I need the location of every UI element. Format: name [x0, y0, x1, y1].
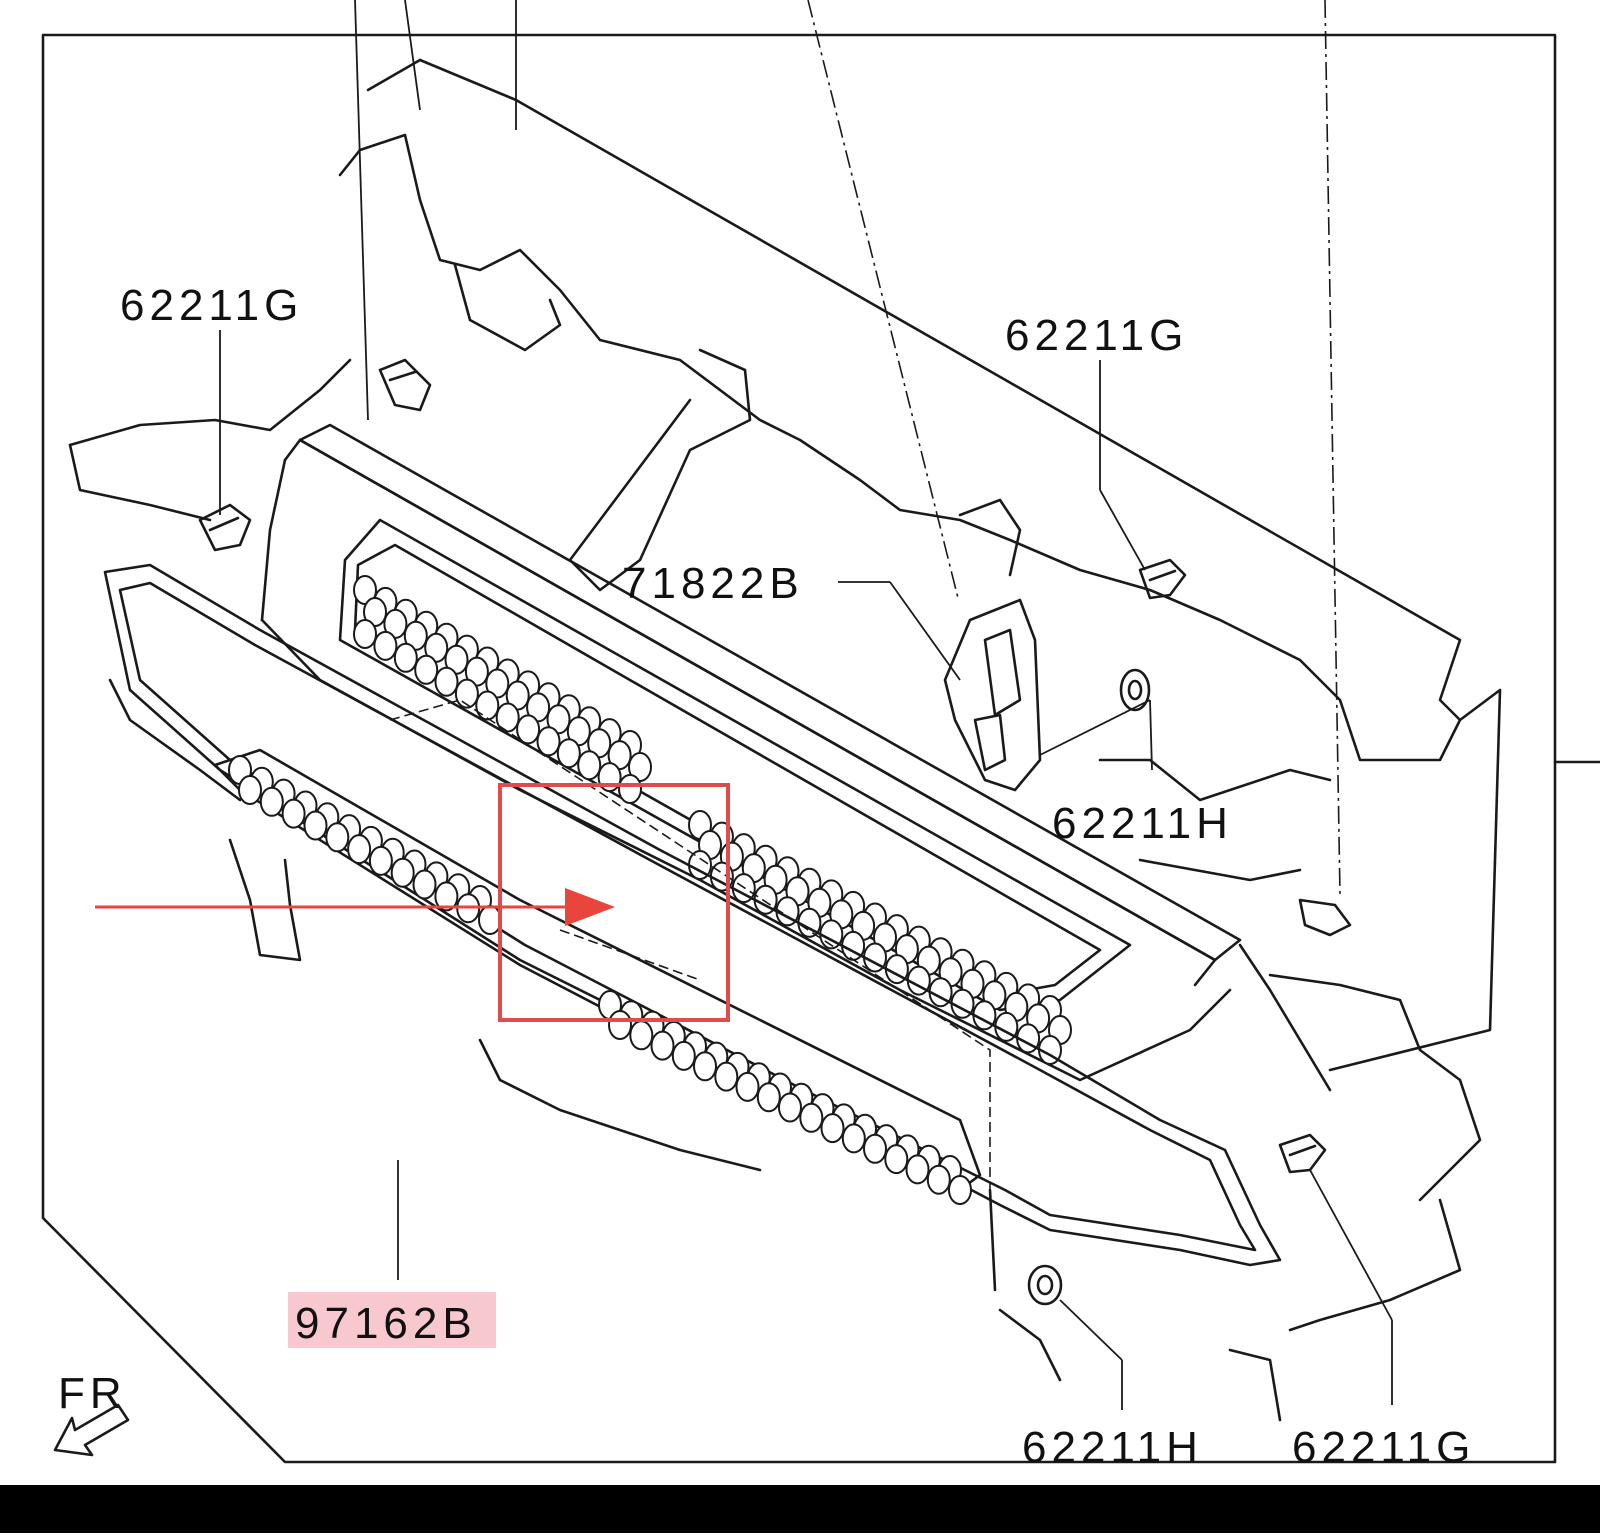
mesh-cell — [259, 786, 284, 817]
clip-upper-right — [1138, 558, 1187, 600]
label-clip-upper-left: 62211G — [120, 281, 303, 330]
clip-right-end — [1298, 898, 1352, 937]
mesh-cell — [926, 1164, 951, 1195]
mesh-cell — [454, 678, 479, 709]
diagram-frame — [41, 33, 1557, 1464]
mesh-cell — [325, 822, 350, 853]
clip-upper-left — [378, 358, 432, 412]
mesh-cell — [347, 834, 372, 865]
mesh-cell — [238, 775, 262, 805]
label-clip-upper-right: 62211G — [1005, 311, 1188, 360]
label-nut-right: 62211H — [1052, 799, 1233, 848]
front-indicator: FR — [53, 1369, 130, 1457]
mesh-cell — [281, 798, 306, 829]
bottom-bar — [0, 1485, 1600, 1533]
mesh-cell — [390, 857, 415, 888]
pointer-arrow — [95, 888, 615, 926]
radiator-support-panel — [68, 58, 1502, 1422]
mesh-cell — [373, 630, 398, 661]
nut-right — [1119, 668, 1151, 712]
mesh-cell — [434, 881, 459, 912]
label-main-part: 97162B — [295, 1299, 477, 1348]
front-indicator-label: FR — [58, 1369, 127, 1418]
lower-grille-mesh — [228, 755, 972, 1205]
mesh-cell — [820, 1113, 845, 1144]
mesh-cell — [714, 1061, 739, 1092]
upper-grille-mesh — [353, 575, 1072, 1065]
mesh-cell — [577, 750, 602, 781]
mesh-cell — [353, 619, 377, 649]
mesh-cell — [650, 1030, 675, 1061]
mesh-cell — [608, 1010, 632, 1040]
mesh-cell — [756, 1082, 781, 1113]
clip-lower-right — [1278, 1133, 1327, 1174]
mesh-cell — [303, 810, 328, 841]
mesh-cell — [393, 642, 418, 673]
bracket-71822b — [943, 598, 1042, 792]
mesh-cell — [478, 905, 502, 935]
top-leader-lines — [354, 0, 1341, 896]
mesh-cell — [516, 714, 541, 745]
label-clip-lower-right: 62211G — [1292, 1423, 1475, 1472]
hidden-outlines — [389, 699, 991, 1200]
mesh-cell — [799, 1102, 824, 1133]
mesh-cell — [414, 654, 439, 685]
front-arrow-icon — [53, 1403, 130, 1457]
label-bracket: 71822B — [622, 559, 804, 608]
mesh-cell — [475, 690, 500, 721]
mesh-cell — [948, 1175, 972, 1205]
highlight-box — [498, 783, 730, 1022]
nut-bottom — [1027, 1264, 1063, 1306]
label-nut-bottom: 62211H — [1022, 1423, 1203, 1472]
mesh-cell — [618, 774, 642, 804]
lower-bumper-grille — [103, 563, 1282, 1267]
mesh-cell — [629, 1020, 654, 1051]
mesh-cell — [671, 1040, 696, 1071]
mesh-cell — [735, 1071, 760, 1102]
upper-grille-frame — [260, 423, 1332, 1092]
mesh-cell — [434, 666, 459, 697]
mesh-cell — [556, 738, 581, 769]
mesh-cell — [863, 1133, 887, 1164]
callout-leaders — [219, 330, 1393, 1410]
mesh-cell — [778, 1092, 802, 1123]
clip-left-side — [198, 503, 252, 552]
mesh-cell — [412, 869, 437, 900]
mesh-cell — [368, 845, 393, 876]
mesh-cell — [693, 1051, 717, 1082]
mesh-cell — [884, 1144, 909, 1175]
mesh-cell — [536, 726, 561, 757]
mesh-cell — [905, 1154, 930, 1185]
part-label-highlight — [288, 1292, 496, 1348]
mesh-cell — [841, 1123, 866, 1154]
